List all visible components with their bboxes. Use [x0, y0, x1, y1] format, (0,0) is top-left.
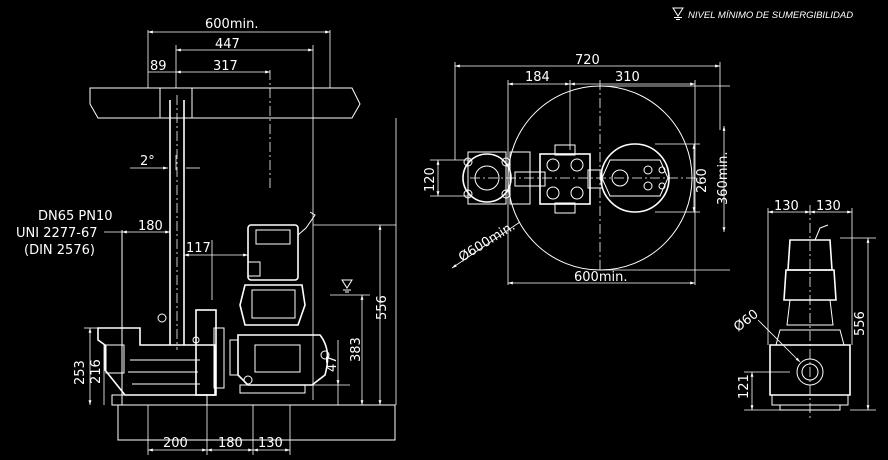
water-level-icon	[341, 279, 353, 293]
dim-200: 200	[163, 436, 188, 451]
dim-130-bottom: 130	[258, 436, 283, 451]
dim-317: 317	[213, 59, 238, 74]
front-dim-130-left: 130	[774, 199, 799, 214]
top-slab	[89, 87, 361, 119]
flange-spec-3: (DIN 2576)	[24, 243, 95, 258]
dim-556: 556	[375, 295, 390, 320]
dim-253: 253	[73, 360, 88, 385]
pump-body	[237, 211, 330, 394]
flange-spec-2: UNI 2277-67	[16, 226, 98, 241]
plan-dim-184: 184	[525, 70, 550, 85]
front-dim-556: 556	[853, 311, 868, 336]
front-dim-130-right: 130	[816, 199, 841, 214]
dim-47: 47	[325, 355, 340, 372]
side-view: 600min. 447 89 317 2° DN65 PN10 UNI 2277…	[16, 17, 397, 455]
front-view: 130 130 Ø60 556 121	[731, 199, 876, 420]
dim-117: 117	[186, 241, 211, 256]
plan-dim-310: 310	[615, 70, 640, 85]
dim-216: 216	[89, 359, 104, 384]
plan-motor	[600, 143, 670, 213]
dim-600min: 600min.	[205, 17, 258, 32]
plan-view: 720 184 310 120 260 360min. Ø600min. 600…	[423, 53, 731, 285]
front-dim-pipe: Ø60	[731, 307, 761, 335]
plan-dim-120: 120	[423, 167, 438, 192]
floor-slab	[117, 404, 396, 441]
front-pump	[769, 224, 851, 411]
flange-spec-1: DN65 PN10	[38, 209, 113, 224]
plan-dim-600min: 600min.	[574, 270, 627, 285]
submersion-legend: NIVEL MÍNIMO DE SUMERGIBILIDAD	[672, 7, 853, 21]
dim-383: 383	[349, 337, 364, 362]
dim-89: 89	[150, 59, 167, 74]
plan-dim-circle: Ø600min.	[456, 219, 518, 265]
plan-coupling	[539, 144, 603, 214]
dim-180: 180	[138, 219, 163, 234]
dim-180-bottom: 180	[218, 436, 243, 451]
guide-rail	[169, 95, 185, 350]
dim-angle: 2°	[140, 154, 155, 169]
plan-dim-260: 260	[695, 168, 710, 193]
water-level-icon	[672, 7, 684, 20]
plan-flange	[462, 151, 546, 205]
plan-dim-720: 720	[575, 53, 600, 68]
plan-dim-360min: 360min.	[716, 152, 731, 205]
front-dim-121: 121	[737, 374, 752, 399]
discharge-foot	[97, 309, 239, 406]
dim-447: 447	[215, 37, 240, 52]
legend-label: NIVEL MÍNIMO DE SUMERGIBILIDAD	[688, 10, 853, 21]
